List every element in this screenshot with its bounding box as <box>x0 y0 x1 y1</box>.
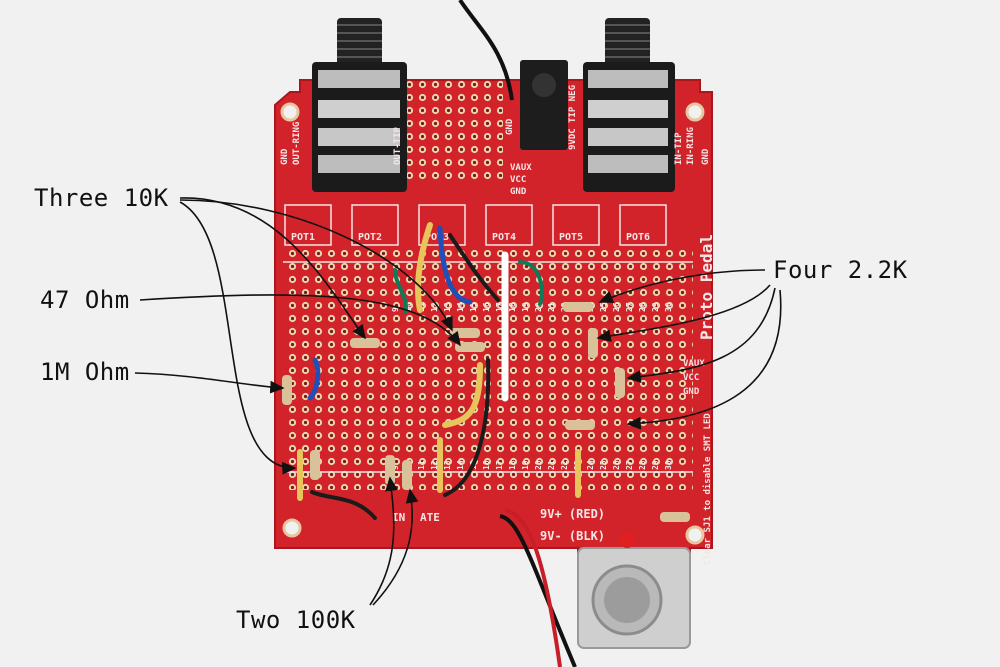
row-number-top: 10 <box>404 302 413 312</box>
right-gnd-label: GND <box>683 387 700 397</box>
gnd-left-label: GND <box>280 148 290 165</box>
pot4-label: POT4 <box>492 232 516 243</box>
row-number-bottom: 24 <box>586 460 595 470</box>
arrow-10k-1 <box>179 197 366 340</box>
label-1m-ohm: 1M Ohm <box>40 358 130 386</box>
in-ring-label: IN-RING <box>686 127 696 165</box>
brand-label: Proto Pedal <box>697 234 716 340</box>
label-four-2-2k: Four 2.2K <box>773 256 908 284</box>
row-number-bottom: 18 <box>508 460 517 470</box>
row-number-bottom: 30 <box>664 460 673 470</box>
out-ring-label: OUT-RING <box>292 122 302 165</box>
pot2-label: POT2 <box>358 232 382 243</box>
row-number-bottom: 17 <box>495 460 504 470</box>
row-number-bottom: 29 <box>651 460 660 470</box>
arrow-100k-2 <box>372 488 419 606</box>
row-number-top: 29 <box>651 302 660 312</box>
right-vaux-label: VAUX <box>683 359 705 369</box>
top-proto-grid <box>405 80 503 180</box>
row-number-bottom: 13 <box>443 460 452 470</box>
power-pos-label: 9V+ (RED) <box>540 507 605 521</box>
output-jack <box>312 18 407 192</box>
arrow-1m <box>134 372 285 394</box>
label-47-ohm: 47 Ohm <box>40 286 130 314</box>
row-number-top: 21 <box>547 302 556 312</box>
arrow-2k2-4 <box>626 289 782 430</box>
right-vcc-label: VCC <box>683 373 699 383</box>
row-number-top: 30 <box>664 302 673 312</box>
row-number-top: 14 <box>456 302 465 312</box>
input-jack <box>583 18 675 192</box>
label-three-10k: Three 10K <box>34 184 169 212</box>
row-number-bottom: 25 <box>599 460 608 470</box>
row-number-top: 9 <box>391 307 400 312</box>
row-number-bottom: 12 <box>430 460 439 470</box>
row-number-bottom: 28 <box>638 460 647 470</box>
row-number-top: 20 <box>534 302 543 312</box>
arrow-47ohm <box>139 294 461 347</box>
top-vaux-label: VAUX <box>510 163 532 173</box>
arrow-2k2-1 <box>598 269 766 303</box>
dc-power-jack <box>458 0 568 150</box>
row-number-bottom: 9 <box>391 465 400 470</box>
footswitch <box>577 532 691 649</box>
pot1-label: POT1 <box>291 232 315 243</box>
pot6-label: POT6 <box>626 232 650 243</box>
row-number-bottom: 14 <box>456 460 465 470</box>
row-number-bottom: 22 <box>560 460 569 470</box>
row-number-top: 16 <box>482 302 491 312</box>
arrow-2k2-3 <box>626 287 776 383</box>
sj1-note: Clear SJ1 to disable SMT LED <box>702 413 713 565</box>
pot3-label: POT3 <box>425 232 449 243</box>
power-wires <box>499 508 577 667</box>
row-number-bottom: 21 <box>547 460 556 470</box>
row-number-top: 18 <box>508 302 517 312</box>
arrow-2k2-2 <box>596 284 771 342</box>
row-number-top: 25 <box>599 302 608 312</box>
row-number-bottom: 11 <box>417 460 426 470</box>
in-tip-label: IN-TIP <box>674 132 684 165</box>
out-tip-label: OUT-TIP <box>393 126 403 165</box>
row-number-top: 19 <box>521 302 530 312</box>
label-two-100k: Two 100K <box>236 606 356 634</box>
ate-label: ATE <box>420 511 440 524</box>
row-number-bottom: 27 <box>625 460 634 470</box>
top-gnd-label: GND <box>510 187 527 197</box>
row-number-bottom: 26 <box>612 460 621 470</box>
row-number-top: 26 <box>612 302 621 312</box>
power-neg-label: 9V- (BLK) <box>540 529 605 543</box>
jumper-wires <box>297 222 581 520</box>
row-number-bottom: 19 <box>521 460 530 470</box>
row-number-top: 17 <box>495 302 504 312</box>
row-number-top: 28 <box>638 302 647 312</box>
dc-label: 9VDC TIP NEG <box>568 85 578 150</box>
arrow-10k-3 <box>179 201 297 475</box>
row-number-top: 13 <box>443 302 452 312</box>
arrow-10k-2 <box>179 199 453 332</box>
row-number-top: 27 <box>625 302 634 312</box>
top-vcc-label: VCC <box>510 175 526 185</box>
row-number-top: 15 <box>469 302 478 312</box>
row-number-bottom: 20 <box>534 460 543 470</box>
rail-lines <box>283 261 693 473</box>
gnd-right-label: GND <box>701 148 711 165</box>
arrow-100k-1 <box>369 476 398 606</box>
in-label: IN <box>392 511 405 524</box>
pot5-label: POT5 <box>559 232 583 243</box>
row-number-top: 12 <box>430 302 439 312</box>
gnd-top-label: GND <box>505 118 515 135</box>
row-number-bottom: 16 <box>482 460 491 470</box>
